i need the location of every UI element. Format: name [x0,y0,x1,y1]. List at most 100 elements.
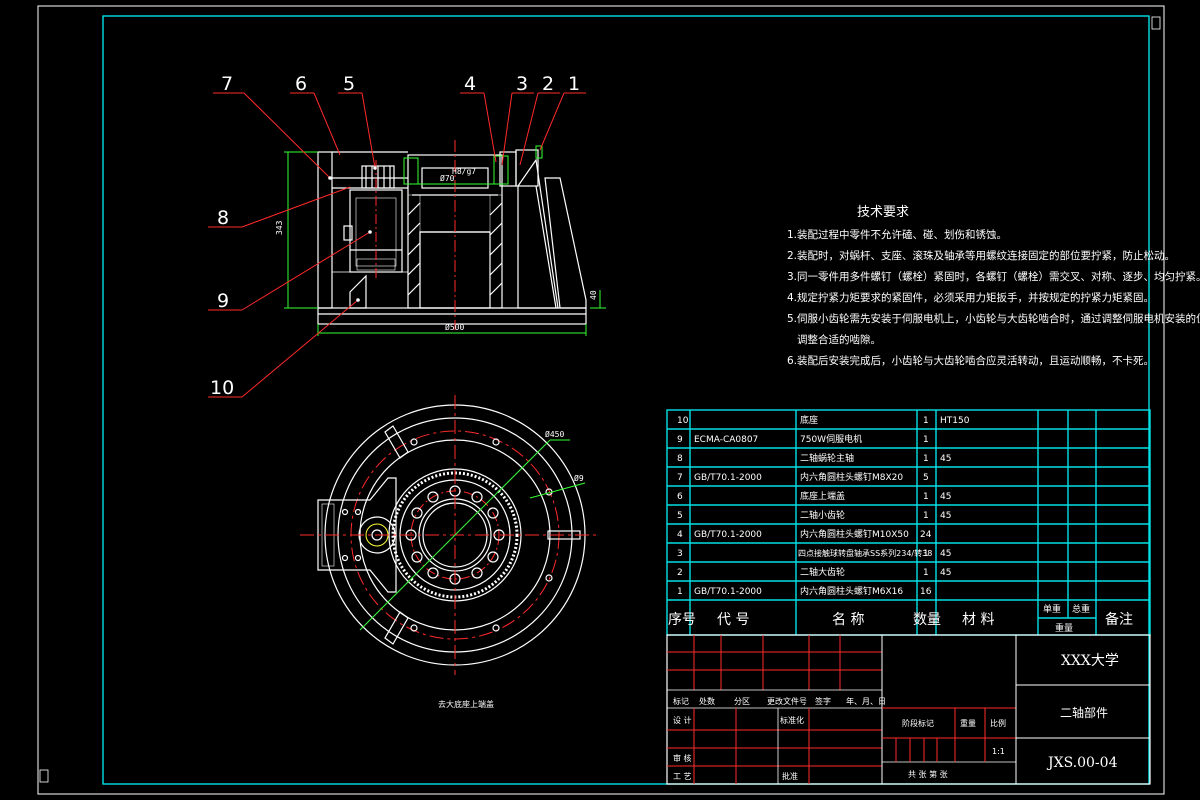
bom-row-4: 4 GB/T70.1-2000 内六角圆柱头螺钉M10X50 24 [677,528,932,540]
svg-text:5: 5 [677,511,683,521]
dim-fit: H8/g7 [452,167,476,176]
requirement-4: 4.规定拧紧力矩要求的紧固件，必须采用力矩扳手，并按规定的拧紧力矩紧固。 [787,291,1154,304]
svg-text:5: 5 [923,473,929,483]
svg-text:序号: 序号 [668,612,696,628]
svg-text:1: 1 [923,568,929,578]
plan-view: Ø450 Ø9 去大底座上端盖 [300,395,600,709]
svg-text:1: 1 [923,416,929,426]
svg-text:45: 45 [940,568,951,578]
svg-text:GB/T70.1-2000: GB/T70.1-2000 [694,530,762,540]
drawing-frame [37,5,1165,795]
part-leaders [208,92,586,398]
part-label-1: 1 [568,73,580,95]
dim-ring-diameter: Ø450 [545,429,564,439]
rev-header-sign: 签字 [815,696,831,706]
svg-text:HT150: HT150 [940,416,970,426]
part-label-2: 2 [542,73,554,95]
part-label-5: 5 [343,73,355,95]
dim-hole-diameter: Ø9 [574,473,584,483]
svg-text:45: 45 [940,454,951,464]
svg-text:1: 1 [677,587,683,597]
label-scale: 比例 [990,718,1006,728]
dim-base-diameter: Ø500 [445,322,464,332]
dim-bore: Ø70 [440,173,455,183]
dim-height-small: 40 [589,290,598,300]
requirement-1: 1.装配过程中零件不允许磕、碰、划伤和锈蚀。 [787,228,1007,241]
svg-text:3: 3 [677,549,683,559]
bom-row-8: 8 二轴蜗轮主轴 1 45 [677,452,951,464]
requirement-2: 2.装配时，对蜗杆、支座、滚珠及轴承等用螺纹连接固定的部位要拧紧，防止松动。 [787,249,1175,262]
part-label-10: 10 [210,377,234,399]
title-block: XXX大学 二轴部件 JXS.00-04 标记 处数 分区 更改文件号 签字 年… [666,634,1151,785]
technical-requirements: 技术要求 1.装配过程中零件不允许磕、碰、划伤和锈蚀。 2.装配时，对蜗杆、支座… [787,205,1200,367]
label-stage-mark: 阶段标记 [902,718,934,728]
svg-text:材 料: 材 料 [962,612,994,628]
part-label-4: 4 [464,73,476,95]
requirement-3: 3.同一零件用多件螺钉（螺栓）紧固时，各螺钉（螺栓）需交叉、对称、逐步、均匀拧紧… [787,270,1200,283]
svg-text:6: 6 [677,492,683,502]
svg-text:16: 16 [920,587,932,597]
svg-text:四点接触球转盘轴承SS系列234/转38: 四点接触球转盘轴承SS系列234/转38 [798,548,932,558]
svg-text:45: 45 [940,511,951,521]
svg-text:45: 45 [940,549,951,559]
svg-text:重量: 重量 [1055,622,1073,634]
plan-view-caption: 去大底座上端盖 [438,699,494,709]
requirement-6: 6.装配后安装完成后，小齿轮与大齿轮啮合应灵活转动，且运动顺畅，不卡死。 [787,354,1154,367]
bom-row-2: 2 二轴大齿轮 1 45 [677,566,951,578]
svg-text:1: 1 [923,454,929,464]
svg-text:2: 2 [677,568,683,578]
svg-text:45: 45 [940,492,951,502]
svg-text:内六角圆柱头螺钉M10X50: 内六角圆柱头螺钉M10X50 [800,528,909,540]
svg-text:二轴蜗轮主轴: 二轴蜗轮主轴 [800,452,854,464]
drawing-name: 二轴部件 [1060,705,1108,720]
part-label-8: 8 [217,207,229,229]
rev-header-file: 更改文件号 [767,696,807,706]
svg-text:GB/T70.1-2000: GB/T70.1-2000 [694,587,762,597]
svg-text:8: 8 [677,454,683,464]
label-process: 工 艺 [673,772,692,781]
label-standardize: 标准化 [780,715,804,725]
rev-header-zone: 分区 [734,697,750,706]
svg-text:代 号: 代 号 [717,612,749,628]
svg-text:9: 9 [677,435,683,445]
svg-text:4: 4 [677,530,683,540]
label-design: 设 计 [673,715,692,725]
requirements-title: 技术要求 [857,205,909,220]
part-label-7: 7 [221,73,233,95]
part-label-6: 6 [295,73,307,95]
rev-header-mark: 标记 [673,696,689,706]
label-approve: 批准 [782,771,798,781]
requirement-5: 5.伺服小齿轮需先安装于伺服电机上，小齿轮与大齿轮啮合时，通过调整伺服电机安装的… [787,312,1200,325]
dim-height: 343 [275,220,284,235]
svg-text:底座: 底座 [800,414,818,426]
svg-text:750W伺服电机: 750W伺服电机 [800,433,862,445]
scale-value: 1:1 [992,747,1005,756]
rev-header-count: 处数 [699,696,715,706]
label-weight: 重量 [960,718,976,728]
svg-text:24: 24 [920,530,932,540]
bom-header: 序号 代 号 名 称 数量 材 料 单重 总重 备注 重量 [668,603,1133,634]
drawing-number: JXS.00-04 [1046,755,1118,771]
svg-text:数量: 数量 [913,612,941,628]
svg-text:内六角圆柱头螺钉M8X20: 内六角圆柱头螺钉M8X20 [800,471,903,483]
svg-text:GB/T70.1-2000: GB/T70.1-2000 [694,473,762,483]
svg-text:1: 1 [923,549,929,559]
svg-text:内六角圆柱头螺钉M6X16: 内六角圆柱头螺钉M6X16 [800,585,903,597]
svg-text:二轴大齿轮: 二轴大齿轮 [800,566,845,578]
svg-text:单重: 单重 [1043,603,1061,615]
svg-text:二轴小齿轮: 二轴小齿轮 [800,509,845,521]
part-label-3: 3 [516,73,528,95]
svg-text:1: 1 [923,435,929,445]
svg-text:备注: 备注 [1105,611,1133,628]
label-sheets: 共 张 第 张 [908,769,948,779]
svg-text:1: 1 [923,492,929,502]
svg-text:总重: 总重 [1072,603,1090,615]
svg-text:名 称: 名 称 [832,612,864,628]
